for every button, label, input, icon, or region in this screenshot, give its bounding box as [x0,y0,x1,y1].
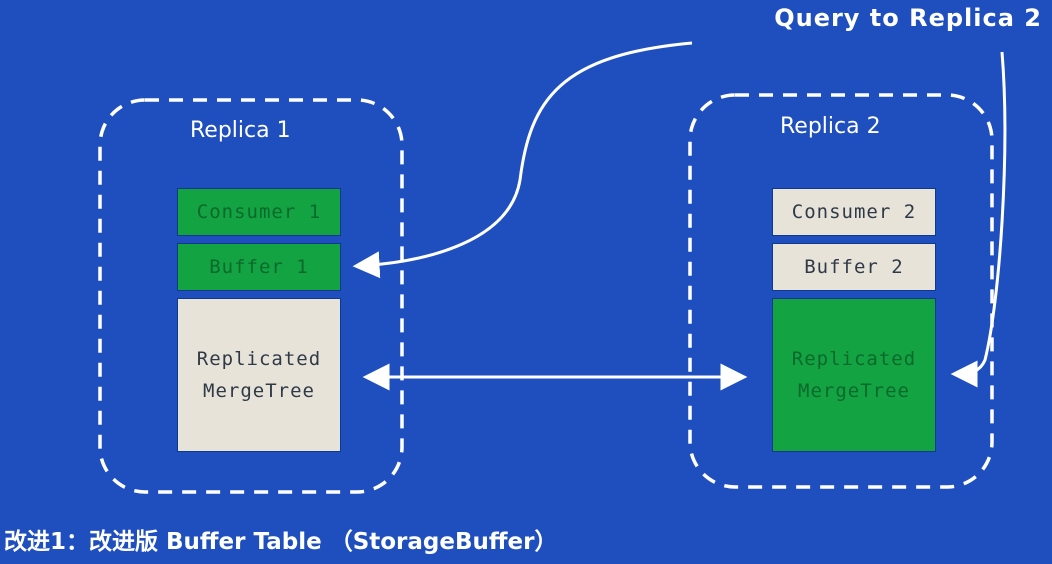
replica2-buffer: Buffer 2 [772,243,936,291]
replica2-title: Replica 2 [780,114,881,139]
replica2-mergetree-line2: MergeTree [798,380,910,402]
slide-caption: 改进1：改进版 Buffer Table （StorageBuffer） [4,529,558,555]
query-to-buffer1-arrow [352,41,693,279]
replica1-consumer: Consumer 1 [177,188,341,236]
replica2-mergetree: Replicated MergeTree [772,298,936,452]
query-to-mergetree2-arrow [950,51,1007,388]
replica1-title: Replica 1 [190,118,291,143]
replica2-mergetree-line1: Replicated [791,348,917,370]
query-label: Query to Replica 2 [774,4,1042,32]
replica2-consumer: Consumer 2 [772,188,936,236]
replica1-mergetree-line1: Replicated [196,348,322,370]
replica1-mergetree-line2: MergeTree [203,380,315,402]
replica1-mergetree: Replicated MergeTree [177,298,341,452]
replica1-buffer: Buffer 1 [177,243,341,291]
